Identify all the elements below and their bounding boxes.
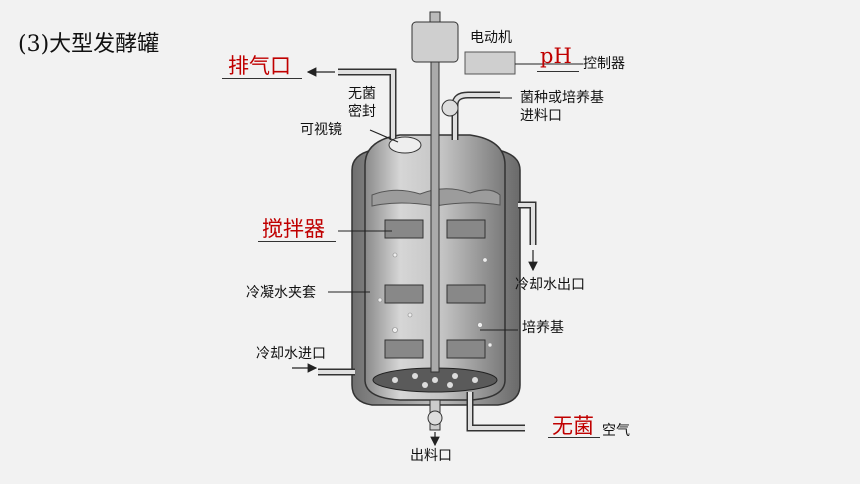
stirrer-shaft [430, 61, 440, 373]
sterile-underline [548, 437, 600, 438]
cooling-jacket-label: 冷凝水夹套 [246, 285, 316, 301]
air-label: 空气 [602, 423, 630, 439]
sterile-seal-label-2: 密封 [348, 104, 376, 120]
sterile-seal-label-1: 无菌 [348, 86, 376, 102]
ph-underline [537, 71, 579, 72]
motor-label: 电动机 [470, 30, 512, 46]
medium-label: 培养基 [522, 320, 564, 336]
sterile-answer: 无菌 [552, 414, 594, 438]
stirrer-underline [258, 241, 336, 242]
cooling-out-label: 冷却水出口 [515, 277, 585, 293]
feed-inlet-pipe [451, 91, 500, 140]
ph-answer: pH [540, 44, 572, 68]
ph-controller-box [464, 51, 516, 75]
cooling-in-label: 冷却水进口 [256, 346, 326, 362]
inlet-label-2: 进料口 [520, 108, 562, 124]
stirrer-answer: 搅拌器 [262, 217, 325, 241]
exhaust-port-answer: 排气口 [228, 54, 291, 78]
slide-title: (3)大型发酵罐 [18, 32, 160, 57]
inlet-label-1: 菌种或培养基 [520, 90, 604, 106]
sight-glass-label: 可视镜 [300, 122, 342, 138]
impeller-blades [384, 219, 486, 359]
motor [411, 21, 459, 63]
exhaust-underline [222, 78, 302, 79]
outlet-label: 出料口 [410, 448, 452, 464]
sight-glass [388, 136, 422, 154]
ph-controller-label: 控制器 [583, 56, 625, 72]
